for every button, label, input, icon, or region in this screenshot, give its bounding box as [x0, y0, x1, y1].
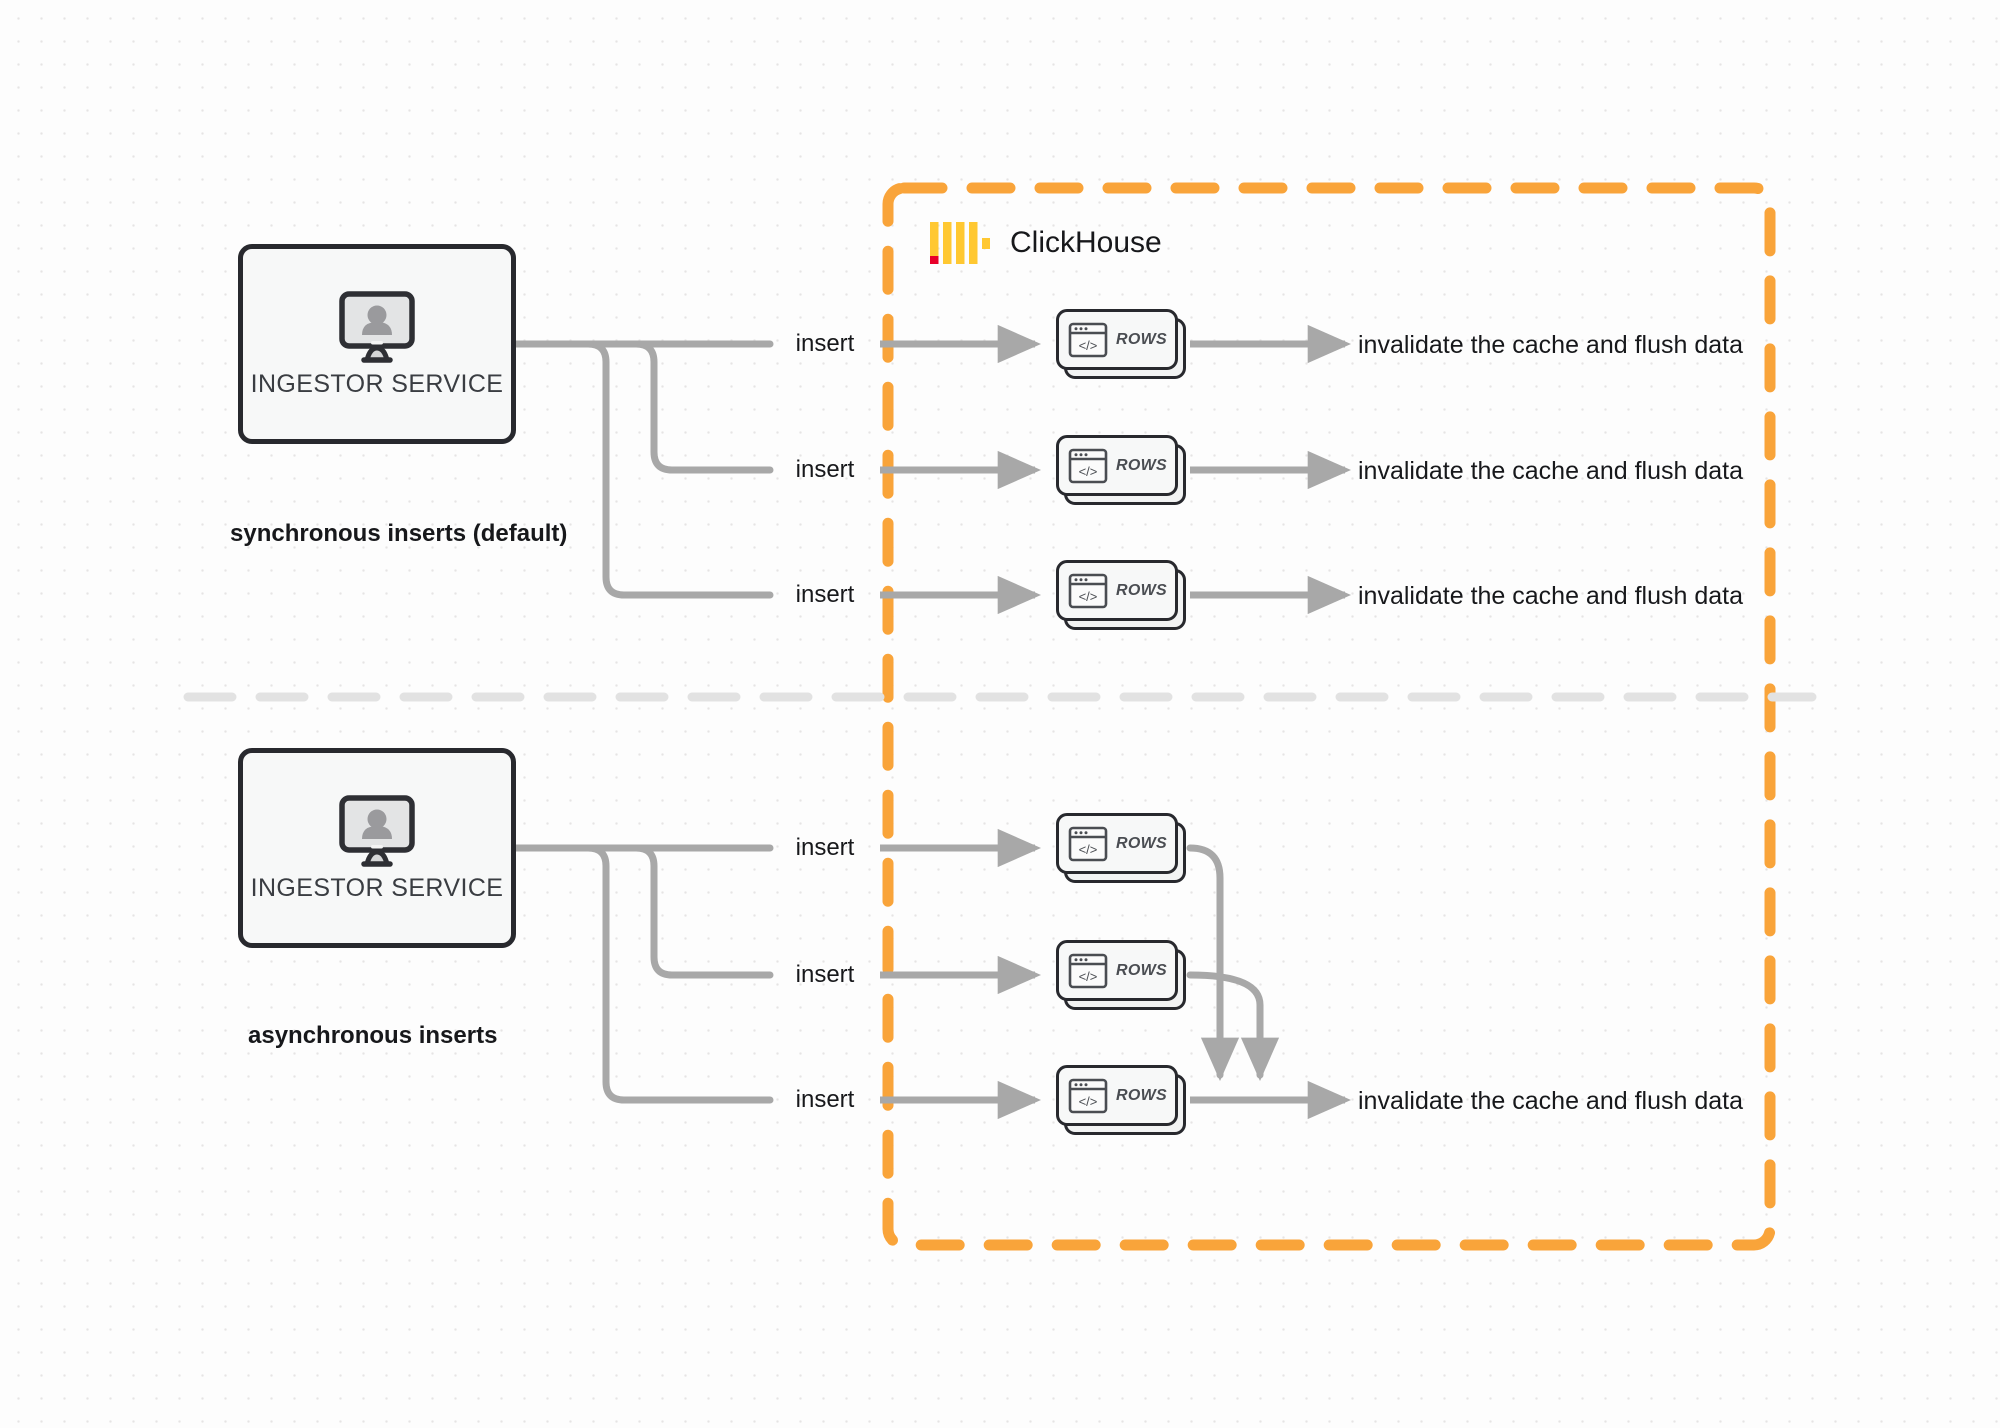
- rows-label: ROWS: [1116, 834, 1167, 852]
- ingestor-service-label: INGESTOR SERVICE: [250, 369, 504, 398]
- rows-label: ROWS: [1116, 1086, 1167, 1104]
- rows-card-front[interactable]: </> ROWS: [1056, 435, 1178, 496]
- rows-card-sync-1[interactable]: </> ROWS: [1056, 309, 1186, 379]
- rows-card-async-3[interactable]: </> ROWS: [1056, 1065, 1186, 1135]
- rows-label: ROWS: [1116, 961, 1167, 979]
- async-connectors: [512, 844, 774, 1104]
- code-window-icon: </>: [1068, 953, 1108, 988]
- code-window-icon: </>: [1068, 826, 1108, 861]
- rows-card-front[interactable]: </> ROWS: [1056, 309, 1178, 370]
- rows-card-front[interactable]: </> ROWS: [1056, 813, 1178, 874]
- outcome-label-async-merged: invalidate the cache and flush data: [1358, 1087, 1743, 1115]
- code-window-icon: </>: [1068, 1078, 1108, 1113]
- sidebar-item-ingestor-service-async[interactable]: INGESTOR SERVICE: [238, 748, 516, 948]
- code-window-icon: </>: [1068, 322, 1108, 357]
- sync-outcome-arrows: [1190, 324, 1352, 615]
- rows-card-front[interactable]: </> ROWS: [1056, 940, 1178, 1001]
- code-window-icon: </>: [1068, 448, 1108, 483]
- rows-label: ROWS: [1116, 456, 1167, 474]
- clickhouse-brand: ClickHouse: [930, 222, 1162, 264]
- outcome-label-sync-1: invalidate the cache and flush data: [1358, 331, 1743, 359]
- rows-label: ROWS: [1116, 581, 1167, 599]
- svg-text:</>: </>: [1079, 842, 1098, 857]
- clickhouse-label: ClickHouse: [1010, 226, 1162, 259]
- svg-text:</>: </>: [1079, 464, 1098, 479]
- svg-text:</>: </>: [1079, 969, 1098, 984]
- rows-card-async-1[interactable]: </> ROWS: [1056, 813, 1186, 883]
- outcome-label-sync-2: invalidate the cache and flush data: [1358, 457, 1743, 485]
- svg-text:</>: </>: [1079, 1094, 1098, 1109]
- insert-label-async-2: insert: [795, 961, 855, 988]
- insert-label-sync-1: insert: [795, 330, 855, 357]
- rows-card-async-2[interactable]: </> ROWS: [1056, 940, 1186, 1010]
- insert-label-async-3: insert: [795, 1086, 855, 1113]
- clickhouse-logo-icon: [930, 222, 990, 264]
- sync-insert-arrows: [880, 324, 1042, 615]
- rows-card-sync-2[interactable]: </> ROWS: [1056, 435, 1186, 505]
- ingestor-service-label: INGESTOR SERVICE: [250, 873, 504, 902]
- section-caption-synchronous: synchronous inserts (default): [230, 520, 568, 547]
- async-insert-arrows: [880, 828, 1042, 1120]
- async-merge-connectors: [1186, 844, 1280, 1082]
- insert-label-sync-2: insert: [795, 456, 855, 483]
- svg-text:</>: </>: [1079, 589, 1098, 604]
- sidebar-item-ingestor-service-sync[interactable]: INGESTOR SERVICE: [238, 244, 516, 444]
- monitor-user-icon: [339, 290, 415, 363]
- code-window-icon: </>: [1068, 573, 1108, 608]
- outcome-label-sync-3: invalidate the cache and flush data: [1358, 582, 1743, 610]
- rows-label: ROWS: [1116, 330, 1167, 348]
- section-caption-asynchronous: asynchronous inserts: [248, 1022, 498, 1049]
- rows-card-front[interactable]: </> ROWS: [1056, 560, 1178, 621]
- insert-label-async-1: insert: [795, 834, 855, 861]
- insert-label-sync-3: insert: [795, 581, 855, 608]
- rows-card-front[interactable]: </> ROWS: [1056, 1065, 1178, 1126]
- svg-text:</>: </>: [1079, 338, 1098, 353]
- rows-card-sync-3[interactable]: </> ROWS: [1056, 560, 1186, 630]
- monitor-user-icon: [339, 794, 415, 867]
- sync-connectors: [512, 340, 774, 599]
